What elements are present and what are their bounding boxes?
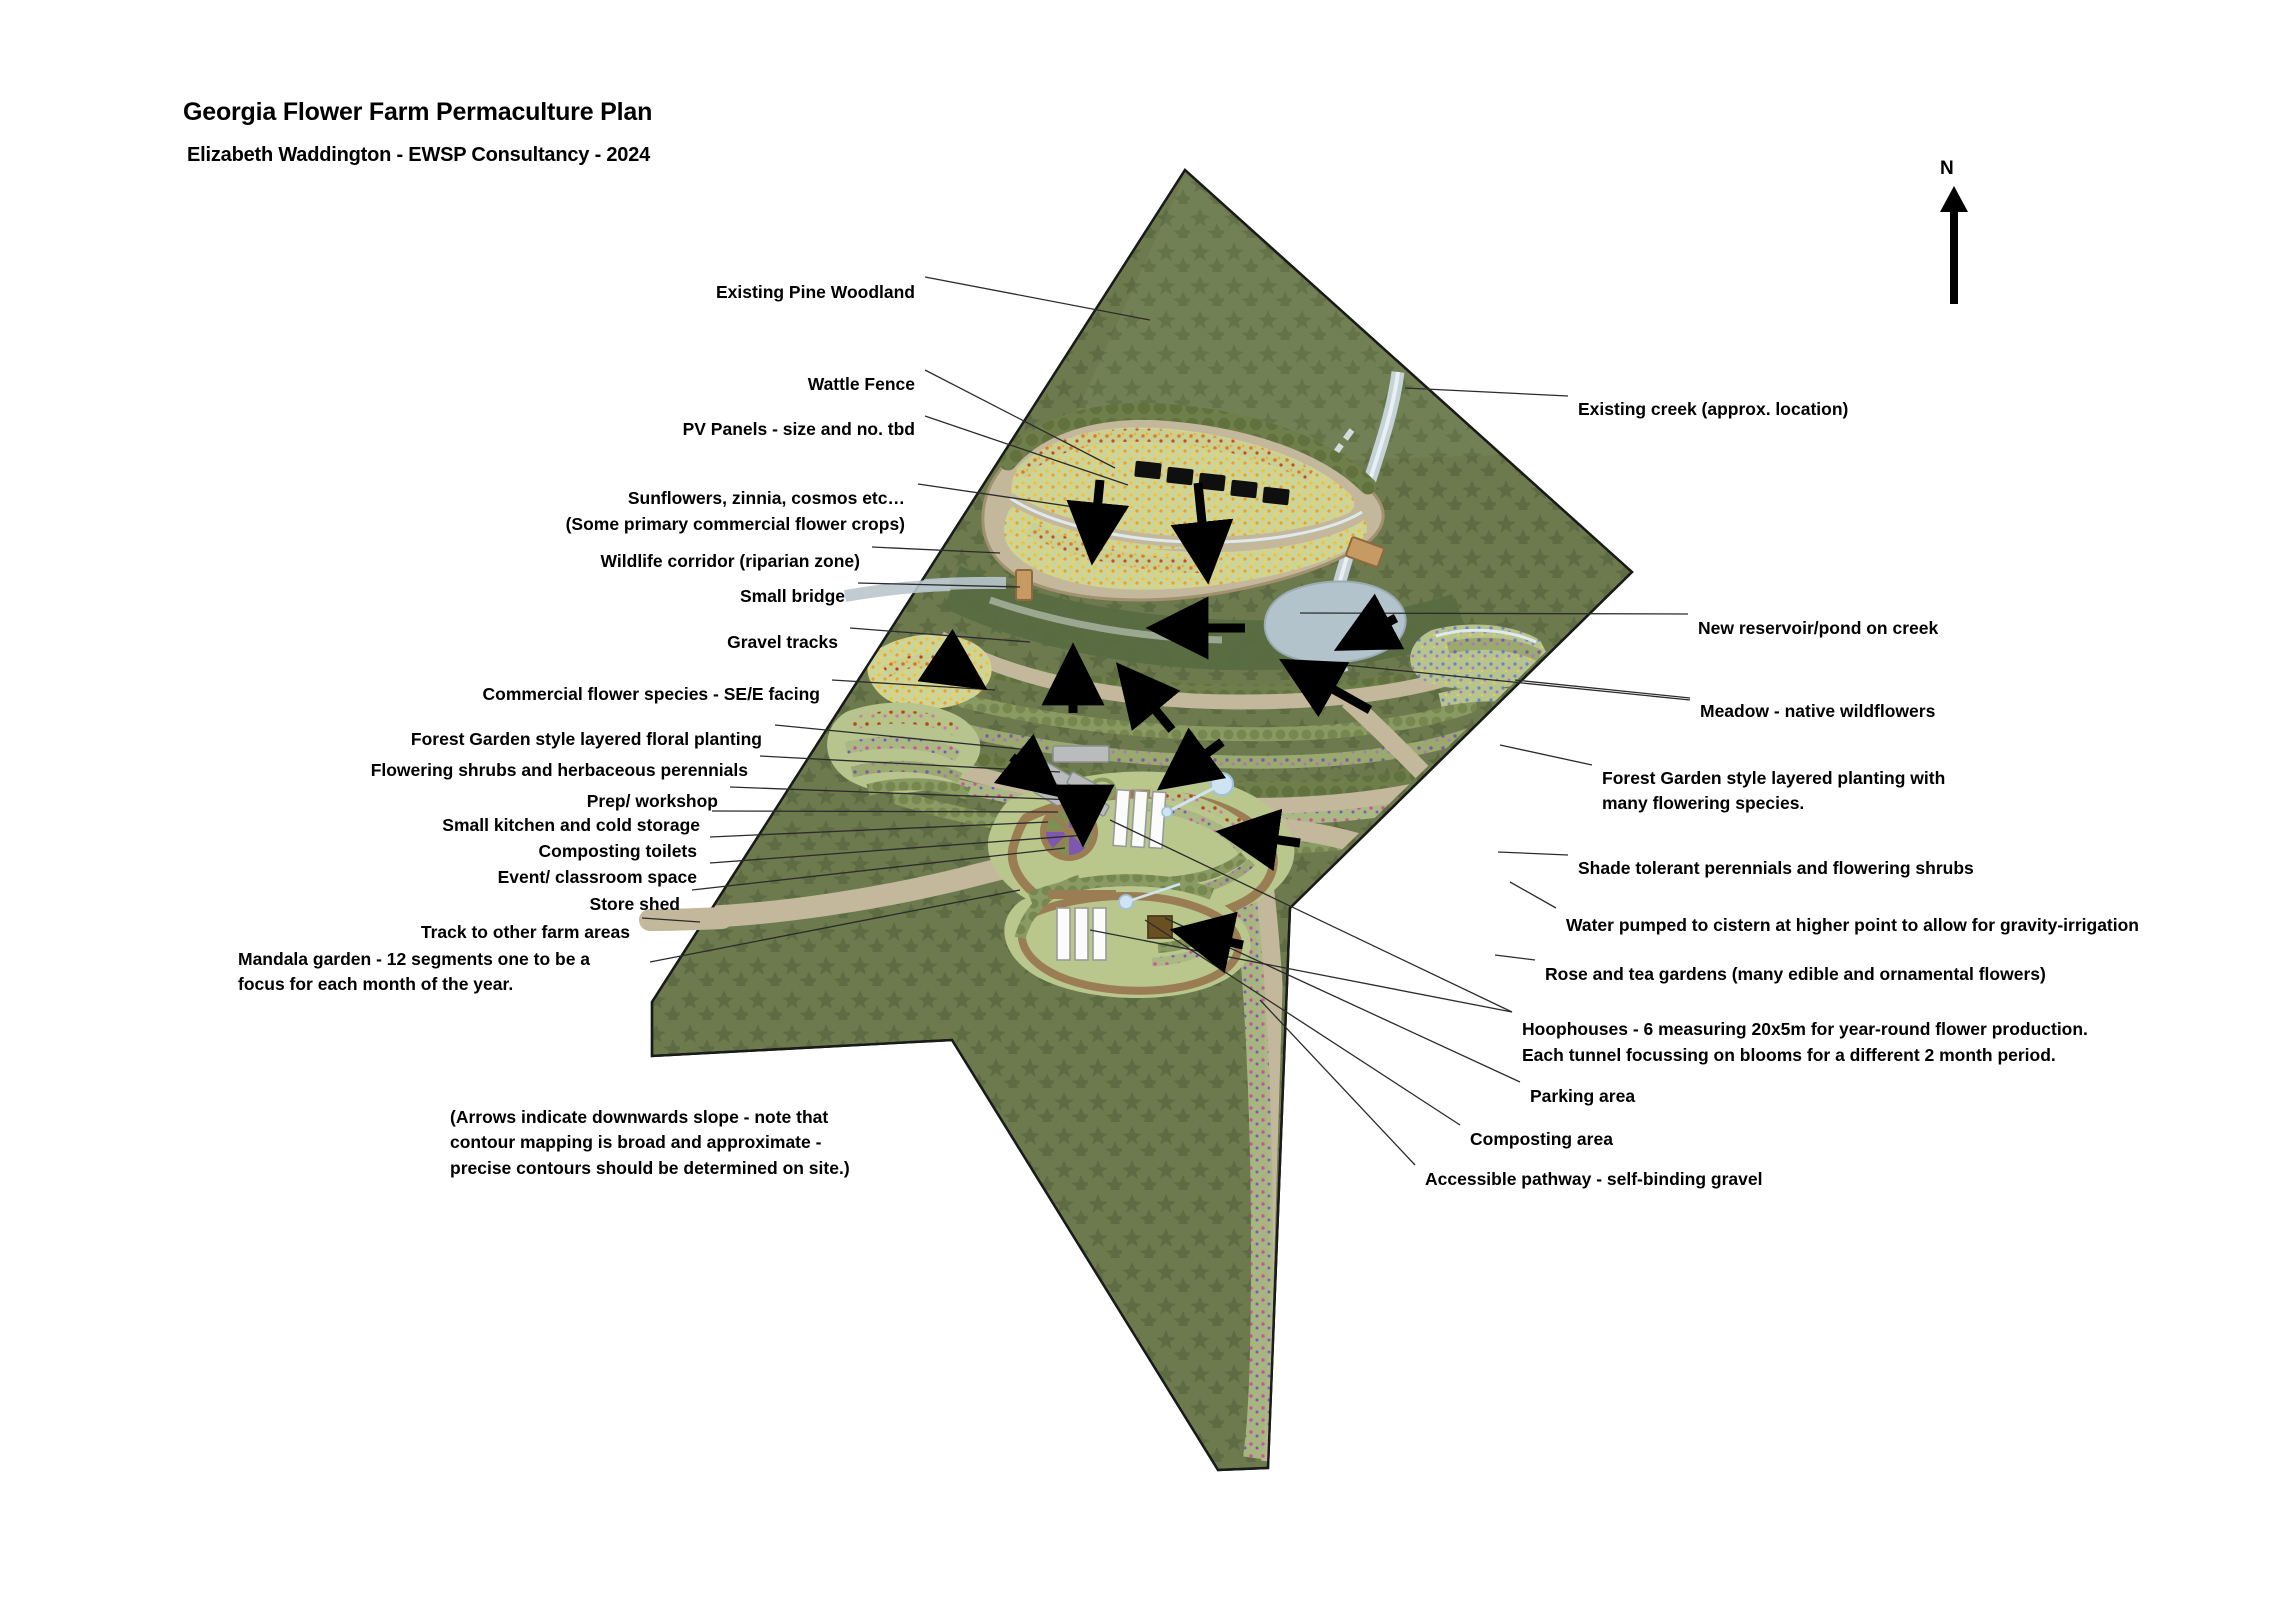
callout-hoophouses-2: Each tunnel focussing on blooms for a di…	[1522, 1045, 2056, 1065]
callout-hoophouses-1: Hoophouses - 6 measuring 20x5m for year-…	[1522, 1019, 2088, 1039]
page-subtitle: Elizabeth Waddington - EWSP Consultancy …	[187, 144, 651, 166]
callout-new-reservoir-pond: New reservoir/pond on creek	[1698, 618, 1939, 638]
pv-panel-array	[1134, 460, 1290, 506]
callout-mandala-garden: Mandala garden - 12 segments one to be a…	[238, 949, 591, 995]
callout-prep-workshop: Prep/ workshop	[586, 791, 718, 811]
callout-forest-garden-layered-floral-planting: Forest Garden style layered floral plant…	[410, 729, 762, 749]
callout-commercial-flower-species: Commercial flower species - SE/E facing	[482, 684, 820, 704]
callout-wattle-fence: Wattle Fence	[807, 374, 915, 394]
callout-meadow-native-wildflowers: Meadow - native wildflowers	[1700, 701, 1936, 721]
callout-composting-area: Composting area	[1470, 1129, 1613, 1149]
callout-sunflowers-zinnia-cosmos: Sunflowers, zinnia, cosmos etc…	[627, 488, 905, 508]
callout-small-kitchen-cold-storage: Small kitchen and cold storage	[442, 815, 700, 835]
mandala-garden-wheel	[1040, 803, 1098, 861]
callout-event-classroom-space: Event/ classroom space	[497, 867, 697, 887]
callout-water-pumped-to-cistern: Water pumped to cistern at higher point …	[1566, 915, 2139, 935]
north-arrow-shaft	[1950, 206, 1958, 304]
callout-shade-tolerant-perennials: Shade tolerant perennials and flowering …	[1578, 858, 1974, 878]
callout-forest-garden-layered-planting-2: many flowering species.	[1602, 793, 1805, 813]
callout-store-shed: Store shed	[589, 894, 680, 914]
callout-rose-and-tea-gardens: Rose and tea gardens (many edible and or…	[1545, 964, 2046, 984]
callout-wildlife-corridor: Wildlife corridor (riparian zone)	[600, 551, 860, 571]
hoophouse-group-lower	[1056, 907, 1107, 961]
callout-existing-pine-woodland: Existing Pine Woodland	[716, 282, 915, 302]
north-label: N	[1940, 158, 1954, 179]
callout-primary-commercial-flower-crops: (Some primary commercial flower crops)	[565, 514, 905, 534]
callout-gravel-tracks: Gravel tracks	[727, 632, 838, 652]
callout-track-to-other-farm-areas: Track to other farm areas	[420, 922, 630, 942]
arrows-slope-note: (Arrows indicate downwards slope - note …	[450, 1107, 850, 1178]
page-title: Georgia Flower Farm Permaculture Plan	[183, 98, 653, 126]
small-bridge-creek	[1345, 536, 1385, 568]
callout-parking-area: Parking area	[1530, 1086, 1636, 1106]
callout-flowering-shrubs-perennials: Flowering shrubs and herbaceous perennia…	[370, 760, 748, 780]
hoophouse-group-upper	[1112, 788, 1167, 850]
north-arrow-icon: N	[1930, 158, 1990, 304]
callout-existing-creek: Existing creek (approx. location)	[1578, 399, 1849, 419]
forest-garden-west	[827, 702, 981, 800]
external-track-stub	[639, 907, 733, 931]
callout-pv-panels: PV Panels - size and no. tbd	[682, 419, 915, 439]
callout-composting-toilets: Composting toilets	[538, 841, 697, 861]
callout-accessible-pathway: Accessible pathway - self-binding gravel	[1425, 1169, 1763, 1189]
small-bridge-west	[1015, 569, 1033, 601]
callout-forest-garden-layered-planting-1: Forest Garden style layered planting wit…	[1602, 768, 1946, 788]
new-reservoir-pond	[1263, 580, 1407, 664]
callout-small-bridge: Small bridge	[739, 586, 845, 606]
